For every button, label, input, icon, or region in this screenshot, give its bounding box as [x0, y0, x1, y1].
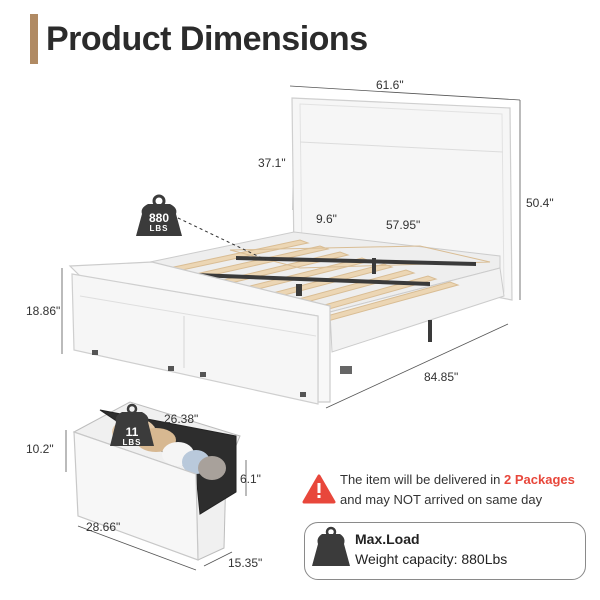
- headboard-inner: [299, 103, 505, 293]
- dim-drawer-side: 15.35": [228, 556, 263, 570]
- load-weight-icon: [312, 526, 350, 566]
- dim-headboard-width: 61.6": [376, 78, 404, 92]
- dim-drawer-inner-height: 6.1": [240, 472, 261, 486]
- right-rail: [329, 267, 505, 353]
- delivery-notice-text: The item will be delivered in 2 Packages…: [340, 470, 600, 510]
- dim-footboard-height: 18.86": [26, 304, 61, 318]
- weight-pointer: [177, 217, 267, 261]
- notice-text-before: The item will be delivered in: [340, 472, 505, 487]
- dim-drawer-depth: 26.38": [164, 412, 199, 426]
- dim-total-height: 50.4": [526, 196, 554, 210]
- dim-side-gap: 9.6": [316, 212, 337, 226]
- drawer-weight-value: 11: [125, 424, 139, 439]
- notice-highlight: 2 Packages: [504, 472, 575, 487]
- max-load-box: Max.Load Weight capacity: 880Lbs: [304, 522, 586, 580]
- dim-drawer-width: 28.66": [86, 520, 121, 534]
- bed-weight-unit: LBS: [149, 223, 169, 233]
- dim-drawer-front-height: 10.2": [26, 442, 54, 456]
- bed-weight-icon: [136, 204, 182, 236]
- bed-weight-value: 880: [148, 210, 170, 225]
- drawer-feet: [92, 350, 352, 397]
- max-load-text: Weight capacity: 880Lbs: [355, 551, 508, 567]
- dim-inner-width: 57.95": [386, 218, 421, 232]
- dim-line-length: [325, 323, 509, 409]
- drawer-weight-unit: LBS: [122, 437, 142, 447]
- notice-text-after: and may NOT arrived on same day: [340, 492, 543, 507]
- warning-icon: [302, 474, 336, 504]
- drawer-weight-badge: 11 LBS: [110, 424, 154, 448]
- drawer-front: [73, 431, 199, 561]
- bed-weight-badge: 880 LBS: [136, 208, 182, 236]
- drawer-top-line: [79, 295, 317, 337]
- dim-line-width: [289, 85, 521, 101]
- drawer-weight-icon: [110, 412, 154, 446]
- max-load-title: Max.Load: [355, 531, 420, 547]
- title-accent-bar: [30, 14, 38, 64]
- dim-headboard-height: 37.1": [258, 156, 286, 170]
- support-beams: [170, 256, 476, 342]
- dim-length: 84.85": [424, 370, 459, 384]
- footboard: [71, 273, 319, 405]
- page-title: Product Dimensions: [46, 20, 368, 58]
- drawer-detail: [65, 401, 247, 571]
- headboard-seam: [299, 141, 504, 153]
